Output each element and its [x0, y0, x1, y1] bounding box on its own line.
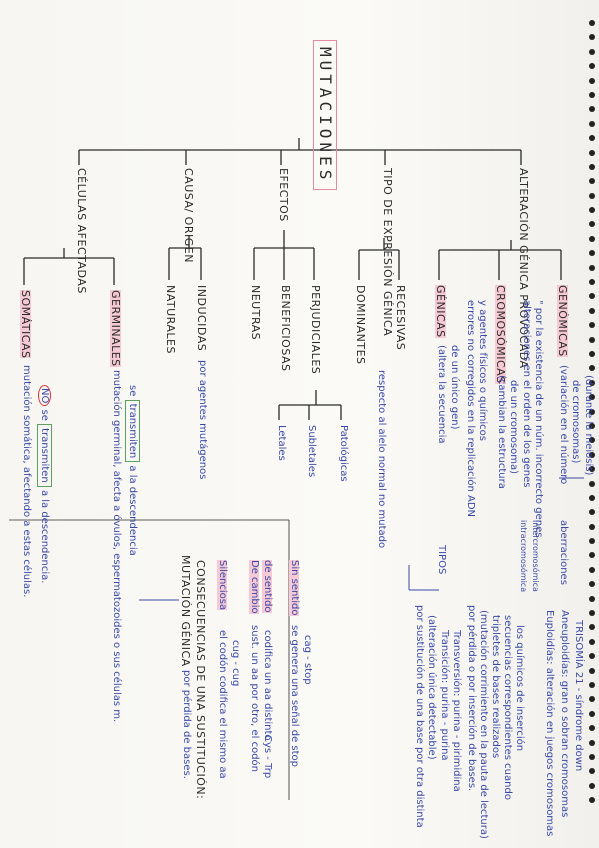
cambio-desc-1: sust. un aa por otro, el codón [249, 625, 260, 773]
label-germinales: GERMINALES [109, 290, 122, 367]
branch-tipo-expresion: TIPO DE EXPRESIÓN GÉNICA [381, 168, 394, 337]
se-word-2: se [127, 385, 138, 397]
label-subletales: Subletales [306, 425, 317, 478]
label-dominantes: DOMINANTES [354, 285, 367, 365]
genicas-desc-1: (altera la secuencia [436, 345, 447, 444]
spiral-binding [589, 20, 597, 840]
sin-sentido: Sin sentido [289, 560, 300, 616]
de-cambio: De cambio [249, 560, 260, 614]
label-letales: Letales [276, 425, 287, 461]
trans-2: Transversión: purina - pirimidina [451, 630, 462, 792]
se-transmite-line: se transmiten a la descendencia [125, 385, 140, 556]
cambio-desc-2: codifica un aa distinto [262, 630, 273, 741]
label-inducidas: INDUCIDAS [195, 285, 208, 352]
de-sentido: de sentido [262, 560, 273, 613]
perd-4: secuencias correspondientes cuando [502, 615, 513, 800]
perd-3: tripletes de bases realizados [490, 615, 501, 759]
branch-celulas-afectadas: CÉLULAS AFECTADAS [75, 168, 88, 294]
trans-1: Transición: purina - purina [439, 630, 450, 761]
perd-2: (mutación corrimiento en la pauta de lec… [478, 610, 489, 839]
label-perjudiciales: PERJUDICIALES [309, 285, 322, 375]
branch-efectos: EFECTOS [277, 168, 290, 222]
no-transmiten-line: NO se transmiten a la descendencia. [37, 385, 52, 584]
branch-causa-origen: CAUSA/ ORIGEN [182, 168, 195, 263]
euploidias: Euploidías: alteración en juegos cromoso… [544, 610, 555, 837]
inducidas-desc: por agentes mutágenos [197, 360, 208, 480]
genom-desc-3: (durante la meiosis) [583, 375, 594, 476]
page-title: MUTACIONES [313, 40, 337, 191]
silenciosa-desc-2: cug - cug [230, 640, 241, 687]
sust-2: (alteración única detectable) [426, 615, 437, 760]
box-title-2: por pérdida de bases. [181, 670, 192, 779]
genicas-desc-2: de un único gen) [449, 345, 460, 430]
silenciosa: Silenciosa [217, 560, 228, 611]
crom-a: alteraciones en el orden de los genes [521, 300, 532, 488]
a-desc-2: a la descendencia [127, 465, 138, 556]
label-genomicas: GENÓMICAS [556, 285, 569, 357]
intracromosomica: intracromosómica [519, 520, 528, 593]
label-beneficiosas: BENEFICIOSAS [279, 285, 292, 372]
genicas-err-1: errores no corregidos en la replicación … [465, 300, 476, 518]
aneuploidias: Aneuploidías: gran o sobran cromosomas [559, 610, 570, 818]
crom-desc-2: de un cromosoma) [508, 380, 519, 474]
sin-desc-1: se genera una señal de stop [289, 625, 300, 767]
perd-5: los químicos de inserción [514, 625, 525, 752]
label-tipos: TIPOS [436, 545, 447, 575]
genom-desc-1: (variación en el número [558, 365, 569, 485]
a-la-descendencia: a la descendencia. [39, 489, 50, 584]
transmiten-box: transmiten [37, 424, 52, 487]
box-subtitle: CONSECUENCIAS DE UNA SUSTITUCIÓN: [194, 560, 207, 800]
label-recesivas: RECESIVAS [394, 285, 407, 351]
crom-desc-1: (cambian la estructura [496, 375, 507, 489]
aberraciones: aberraciones [558, 520, 569, 585]
tipo-desc: respecto al alelo normal no mutado [376, 370, 387, 549]
germinales-desc: mutación germinal, afecta a óvulos, espe… [111, 370, 122, 723]
box-title-1: MUTACIÓN GÉNICA [179, 555, 192, 667]
sin-desc-2: cag - stop [302, 635, 313, 685]
trisomia-21: TRISOMÍA 21 - síndrome down [573, 620, 584, 772]
label-patologicas: Patológicas [338, 425, 349, 482]
cambio-desc-3: Cys - Trp [262, 735, 273, 779]
sust-1: por sustitución de una base por otra dis… [414, 605, 425, 828]
crom-b: " por la existencia de un núm. incorrect… [533, 300, 544, 538]
label-genicas: GÉNICAS [434, 285, 447, 338]
label-somaticas: SOMÁTICAS [19, 290, 32, 359]
label-neutras: NEUTRAS [249, 285, 262, 341]
se-word: se [39, 409, 50, 421]
label-cromosomicas: CROMOSÓMICAS [494, 285, 507, 384]
somaticas-desc: mutación somática, afectando a estas cél… [21, 365, 32, 598]
label-naturales: NATURALES [164, 285, 177, 354]
intercromosomica: intercromosómica [531, 520, 540, 592]
transmiten-box-2: transmiten [125, 399, 140, 463]
silenciosa-desc-1: el codón codifica el mismo aa [217, 630, 228, 779]
genicas-err-2: y agentes físicos o químicos [477, 300, 488, 441]
perd-1: por pérdida o por inserción de bases. [466, 605, 477, 792]
genom-desc-2: de cromosomas) [570, 380, 581, 464]
